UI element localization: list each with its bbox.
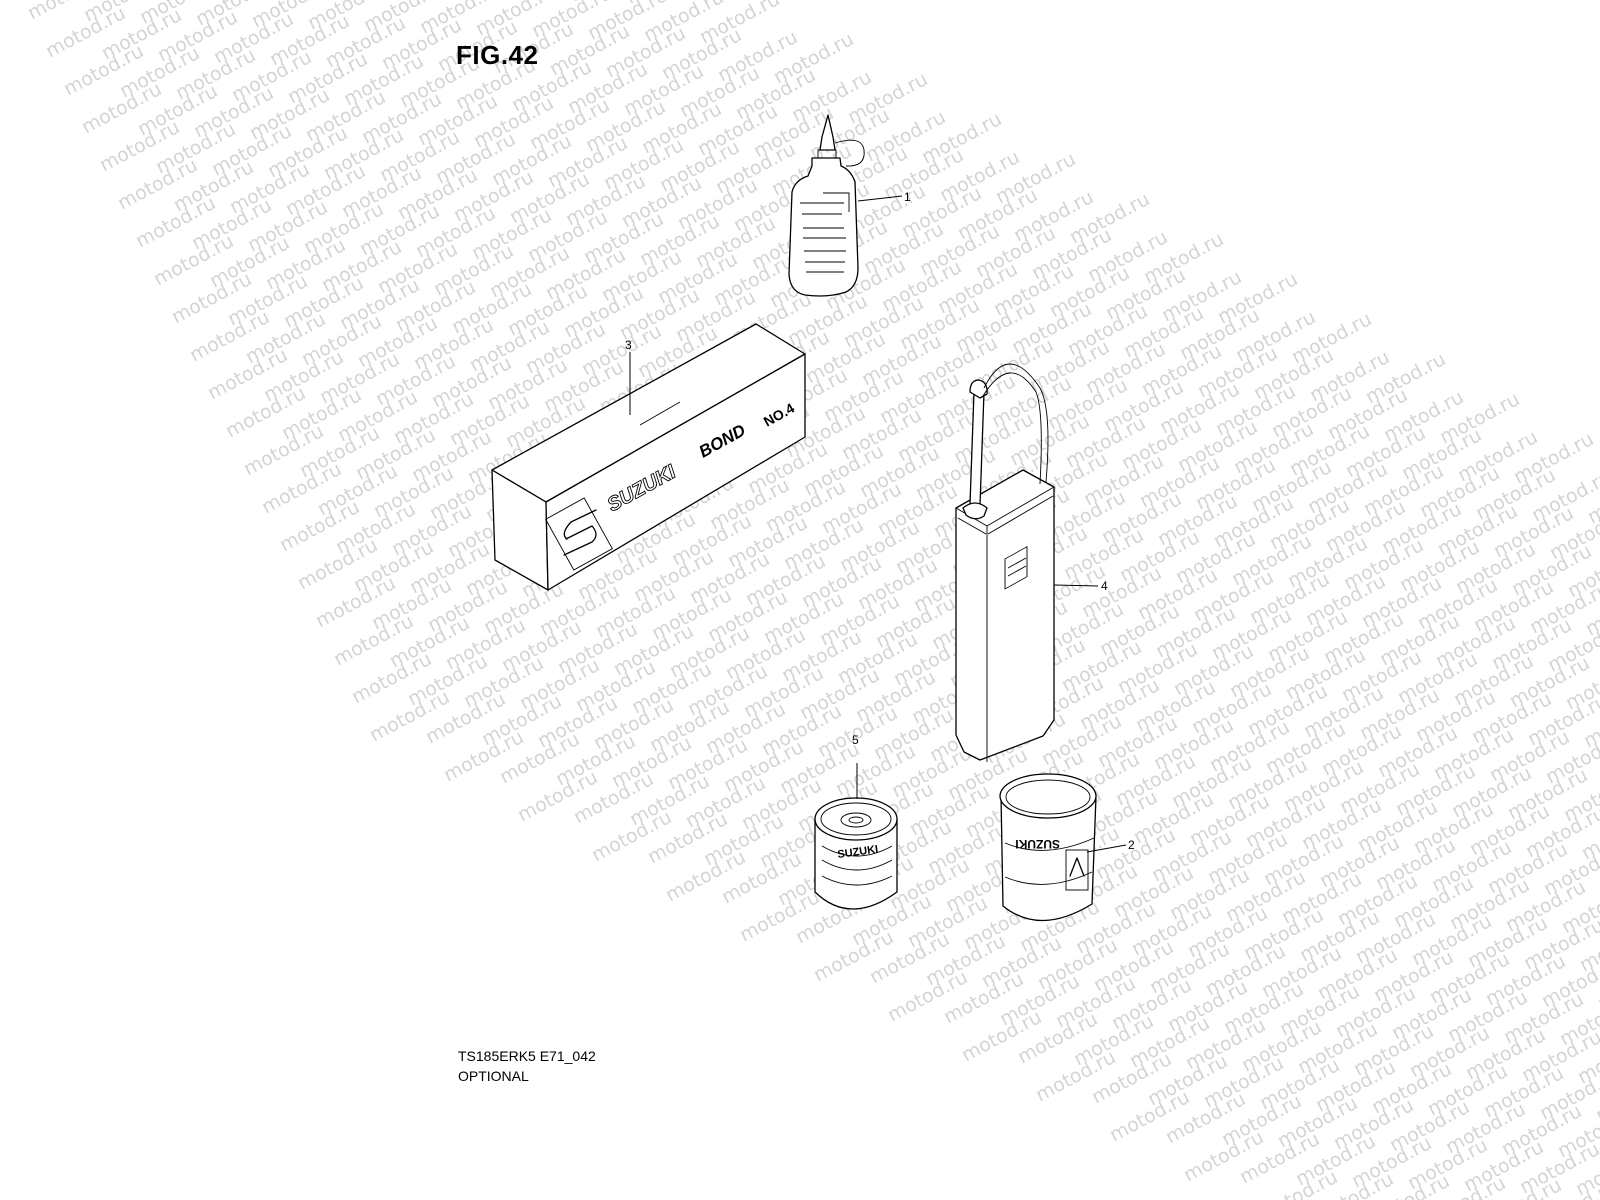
- bond-box-illustration: SUZUKI BOND NO.4: [491, 323, 806, 591]
- small-tin-illustration: SUZUKI: [814, 797, 898, 910]
- callout-4: 4: [1101, 579, 1108, 593]
- callout-1: 1: [904, 190, 911, 204]
- callout-2: 2: [1128, 838, 1135, 852]
- tin-label-text: SUZUKI: [837, 843, 879, 861]
- figure-title: FIG.42: [456, 40, 539, 70]
- leader-lines: [629, 195, 1127, 853]
- callout-5: 5: [852, 733, 859, 747]
- model-code: TS185ERK5 E71_042: [458, 1048, 596, 1064]
- callout-numbers: 1 2 3 4 5: [625, 190, 1135, 852]
- grease-can-illustration: SUZUKI: [999, 773, 1097, 922]
- can-label-text: SUZUKI: [1015, 837, 1060, 851]
- figure-caption: OPTIONAL: [458, 1068, 529, 1084]
- oil-can-illustration: [955, 363, 1055, 762]
- callout-3: 3: [625, 338, 632, 352]
- oil-bottle-illustration: [788, 114, 865, 297]
